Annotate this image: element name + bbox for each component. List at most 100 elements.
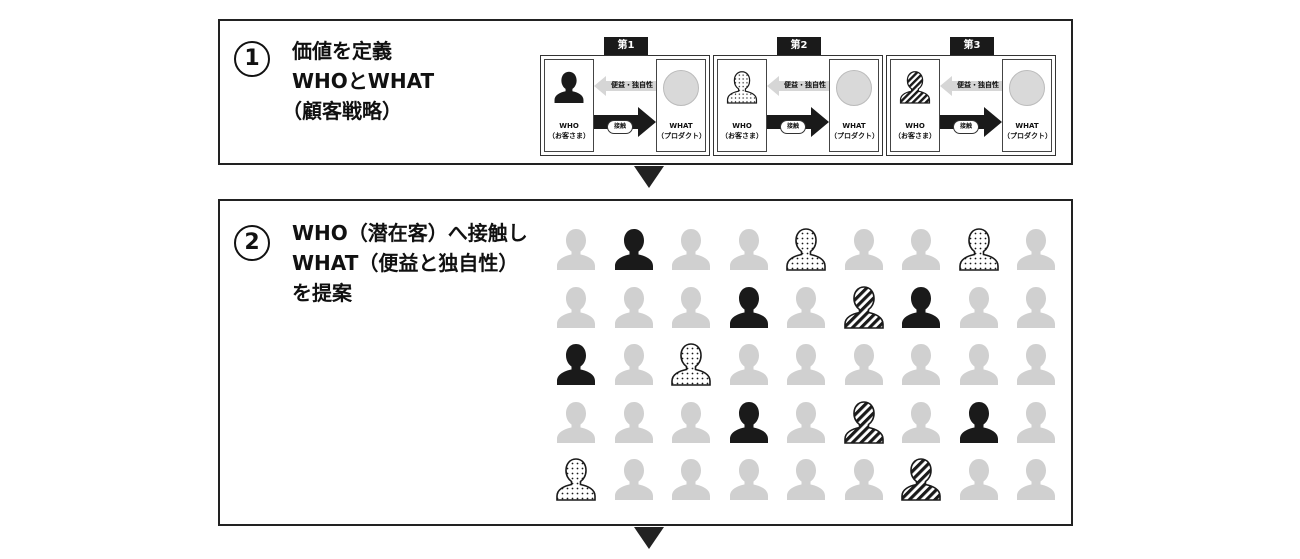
- person-icon: [730, 344, 768, 385]
- person-solid: [555, 341, 597, 387]
- who-sub-label: （お客さま）: [721, 132, 763, 140]
- person-light: [670, 284, 712, 330]
- person-icon: [787, 459, 825, 500]
- person-icon: [1017, 287, 1055, 328]
- person-icon: [1017, 402, 1055, 443]
- product-circle-icon: [1009, 70, 1045, 106]
- person-icon: [901, 458, 941, 501]
- what-label: WHAT: [669, 122, 693, 130]
- contact-label: 接触: [607, 120, 633, 134]
- panel1-title-line-3: （顧客戦略）: [282, 99, 402, 123]
- benefit-arrow: [940, 76, 1002, 96]
- step-number-1: 1: [234, 41, 270, 77]
- what-box: WHAT （プロダクト）: [1002, 59, 1052, 152]
- person-icon: [844, 286, 884, 329]
- step-box-3: 第3 WHO （お客さま） 便益・独自性 WHAT （プロダクト） 接触: [886, 37, 1056, 156]
- product-circle-icon: [836, 70, 872, 106]
- person-light: [613, 456, 655, 502]
- person-icon: [557, 229, 595, 270]
- person-light: [785, 284, 827, 330]
- who-person-icon: [899, 71, 931, 104]
- person-icon: [960, 287, 998, 328]
- benefit-label: 便益・独自性: [784, 81, 826, 89]
- person-icon: [557, 287, 595, 328]
- person-icon: [615, 459, 653, 500]
- panel1-title-line-2: WHOとWHAT: [292, 69, 435, 93]
- person-icon: [845, 344, 883, 385]
- person-light: [1015, 226, 1057, 272]
- who-label: WHO: [905, 122, 925, 130]
- person-light: [670, 399, 712, 445]
- person-icon: [730, 402, 768, 443]
- person-light: [785, 456, 827, 502]
- what-sub-label: （プロダクト）: [657, 132, 706, 140]
- person-light: [958, 341, 1000, 387]
- person-light: [1015, 284, 1057, 330]
- who-person-holder: [726, 68, 758, 106]
- product-circle-icon: [663, 70, 699, 106]
- person-light: [900, 399, 942, 445]
- what-box: WHAT （プロダクト）: [829, 59, 879, 152]
- person-icon: [672, 402, 710, 443]
- benefit-label: 便益・独自性: [957, 81, 999, 89]
- who-sub-label: （お客さま）: [548, 132, 590, 140]
- person-icon: [615, 287, 653, 328]
- define-value-panel: 1 価値を定義 WHOとWHAT （顧客戦略） 第1 WHO （お客さま） 便益…: [218, 19, 1073, 165]
- person-icon: [960, 402, 998, 443]
- person-icon: [557, 344, 595, 385]
- person-icon: [1017, 229, 1055, 270]
- step-tab: 第2: [777, 37, 821, 55]
- step-number-2: 2: [234, 225, 270, 261]
- person-icon: [902, 229, 940, 270]
- person-stripes: [843, 284, 885, 330]
- person-icon: [557, 402, 595, 443]
- person-icon: [556, 458, 596, 501]
- person-icon: [672, 287, 710, 328]
- person-icon: [787, 402, 825, 443]
- person-icon: [671, 343, 711, 386]
- person-light: [728, 341, 770, 387]
- person-icon: [615, 229, 653, 270]
- contact-label: 接触: [780, 120, 806, 134]
- down-arrow-2: [634, 527, 664, 549]
- person-light: [613, 399, 655, 445]
- person-light: [958, 456, 1000, 502]
- person-icon: [902, 287, 940, 328]
- person-solid: [958, 399, 1000, 445]
- person-dots: [670, 341, 712, 387]
- step-box-1: 第1 WHO （お客さま） 便益・独自性 WHAT （プロダクト） 接触: [540, 37, 710, 156]
- person-light: [555, 226, 597, 272]
- step-box-2: 第2 WHO （お客さま） 便益・独自性 WHAT （プロダクト） 接触: [713, 37, 883, 156]
- person-light: [1015, 399, 1057, 445]
- down-arrow-1: [634, 166, 664, 188]
- person-icon: [730, 287, 768, 328]
- benefit-arrow: [767, 76, 829, 96]
- person-light: [613, 284, 655, 330]
- person-dots: [958, 226, 1000, 272]
- person-icon: [615, 402, 653, 443]
- person-light: [728, 456, 770, 502]
- panel2-title-line-1: WHO（潜在客）へ接触し: [292, 221, 528, 245]
- person-light: [670, 226, 712, 272]
- person-light: [1015, 341, 1057, 387]
- person-light: [613, 341, 655, 387]
- person-icon: [615, 344, 653, 385]
- who-label: WHO: [559, 122, 579, 130]
- person-light: [900, 226, 942, 272]
- person-icon: [730, 229, 768, 270]
- who-person-holder: [553, 68, 585, 106]
- person-icon: [1017, 344, 1055, 385]
- who-person-icon: [554, 71, 584, 103]
- person-dots: [785, 226, 827, 272]
- person-icon: [787, 287, 825, 328]
- who-box: WHO （お客さま）: [717, 59, 767, 152]
- person-icon: [672, 459, 710, 500]
- person-icon: [845, 229, 883, 270]
- who-label: WHO: [732, 122, 752, 130]
- person-solid: [728, 284, 770, 330]
- benefit-arrow: [594, 76, 656, 96]
- what-label: WHAT: [1015, 122, 1039, 130]
- person-light: [843, 341, 885, 387]
- person-icon: [786, 228, 826, 271]
- person-light: [843, 226, 885, 272]
